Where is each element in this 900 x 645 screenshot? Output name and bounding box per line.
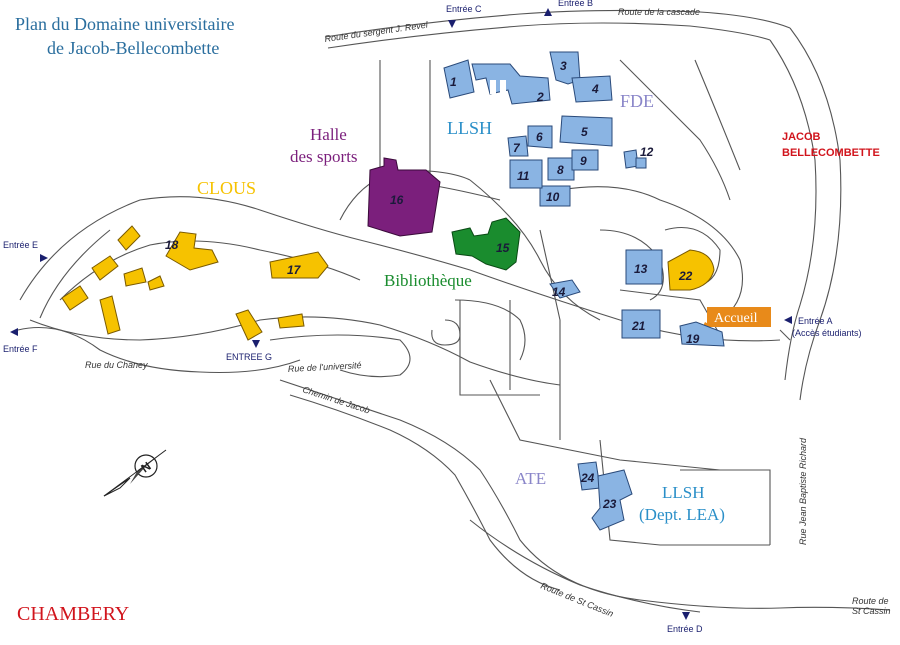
area-label-line2: BELLECOMBETTE [782,147,880,159]
zone-label-fde: FDE [620,91,654,111]
building-17[interactable] [269,251,329,279]
road-label-chemin-jacob: Chemin de Jacob [301,384,371,415]
building-number-2: 2 [536,90,544,104]
entrance-f-marker[interactable] [10,328,18,336]
building-number-23: 23 [602,497,617,511]
road-label-st-cassin: Route de St Cassin [539,581,615,619]
accueil-badge[interactable] [707,307,771,327]
building-23[interactable] [591,469,633,531]
building-number-16: 16 [390,193,404,207]
building-number-10: 10 [546,190,560,204]
clous-building-a[interactable] [117,225,141,251]
road-label-cascade: Route de la cascade [618,7,700,17]
building-2[interactable] [471,63,551,105]
building-number-13: 13 [634,262,648,276]
building-number-11: 11 [517,169,530,183]
building-number-4: 4 [591,82,599,96]
building-13[interactable] [625,249,663,285]
building-number-21: 21 [631,319,646,333]
entrance-c-label: Entrée C [446,4,482,14]
entrance-f-label: Entrée F [3,344,38,354]
entrance-c-marker[interactable] [448,20,456,28]
road-label-richard: Rue Jean Baptiste Richard [798,437,808,545]
building-11[interactable] [509,159,543,189]
building-1[interactable] [443,59,475,99]
entrance-d-label: Entrée D [667,624,703,634]
building-18[interactable] [165,231,219,271]
building-15[interactable] [451,217,521,271]
building-number-3: 3 [560,59,567,73]
building-7[interactable] [507,135,529,157]
entrance-e-label: Entrée E [3,240,38,250]
entrance-a-label-2: (Accès étudiants) [792,328,862,338]
building-number-8: 8 [557,163,564,177]
clous-building-h[interactable] [277,313,305,329]
building-number-5: 5 [581,125,588,139]
entrance-e-marker[interactable] [40,254,48,262]
clous-building-b[interactable] [91,255,119,281]
map-title-line2: de Jacob-Bellecombette [47,38,219,58]
building-number-14: 14 [552,285,566,299]
zone-label-llsh: LLSH [447,118,492,138]
road-label-st-cassin-right-2: St Cassin [852,606,891,616]
map-title-line1: Plan du Domaine universitaire [15,14,234,34]
zone-label-ate: ATE [515,469,546,488]
building-number-6: 6 [536,130,543,144]
building-number-9: 9 [580,154,587,168]
building-number-7: 7 [513,141,521,155]
road-label-chaney: Rue du Chaney [85,360,148,370]
entrance-g-marker[interactable] [252,340,260,348]
zone-label-clous: CLOUS [197,178,256,198]
city-label: CHAMBERY [17,603,129,625]
road-label-universite: Rue de l'université [288,360,362,374]
building-number-19: 19 [686,332,700,346]
zone-label-bibliotheque: Bibliothèque [384,271,472,290]
building-number-24: 24 [580,471,595,485]
clous-building-c[interactable] [123,267,147,287]
building-9[interactable] [571,149,599,171]
accueil-label: Accueil [714,311,758,326]
entrance-a-label-1: Entrée A [798,316,833,326]
building-16[interactable] [367,157,441,237]
clous-building-d[interactable] [147,275,165,291]
clous-building-f[interactable] [99,295,121,335]
building-number-15: 15 [496,241,510,255]
zone-label-llsh-lea-2: (Dept. LEA) [639,505,725,524]
building-number-1: 1 [450,75,457,89]
building-6[interactable] [527,125,553,149]
building-10[interactable] [539,185,571,207]
zone-label-halle-2: des sports [290,147,358,166]
entrance-b-marker[interactable] [544,8,552,16]
building-12b[interactable] [635,157,647,169]
building-21[interactable] [621,309,661,339]
road-label-sergent: Route du sergent J. Revel [324,19,429,44]
building-19[interactable] [679,321,725,347]
zone-label-halle-1: Halle [310,125,347,144]
building-4[interactable] [571,75,613,103]
clous-building-e[interactable] [61,285,89,311]
building-number-18: 18 [165,238,179,252]
building-5[interactable] [559,115,613,147]
building-14[interactable] [549,279,581,299]
area-label-line1: JACOB [782,131,821,143]
building-number-17: 17 [287,263,302,277]
building-number-22: 22 [678,269,693,283]
entrance-a-marker[interactable] [784,316,792,324]
compass-icon: N [103,449,167,497]
zone-label-llsh-lea-1: LLSH [662,483,705,502]
building-22[interactable] [667,249,715,291]
entrance-b-label: Entrée B [558,0,593,8]
building-number-12: 12 [640,145,654,159]
building-8[interactable] [547,157,575,181]
clous-building-g[interactable] [235,309,263,341]
entrance-d-marker[interactable] [682,612,690,620]
entrance-g-label: ENTREE G [226,352,272,362]
road-label-st-cassin-right-1: Route de [852,596,889,606]
